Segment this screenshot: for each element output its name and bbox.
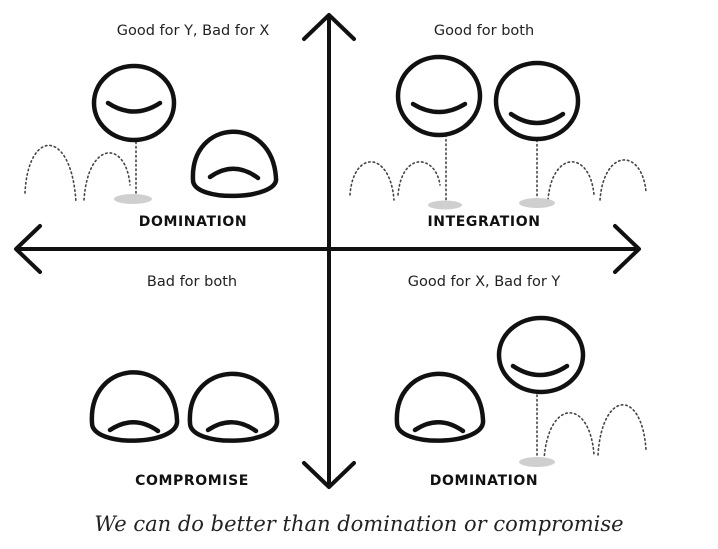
sad-face-left	[89, 370, 180, 443]
sad-face-right	[187, 371, 280, 443]
sad-face	[394, 371, 486, 443]
happy-face-right	[493, 60, 581, 142]
shadow	[519, 457, 555, 467]
shadow-right	[519, 198, 555, 208]
bounce-trail-right	[536, 139, 647, 201]
bottom-right-subtitle: Good for X, Bad for Y	[407, 274, 561, 290]
top-right-subtitle: Good for both	[433, 23, 535, 39]
top-left-title: DOMINATION	[138, 214, 248, 230]
axis-arrow-up	[302, 13, 356, 41]
bottom-left-title: COMPROMISE	[135, 473, 249, 489]
axis-arrow-left	[14, 224, 42, 274]
bottom-right-title: DOMINATION	[429, 473, 539, 489]
shadow	[114, 194, 152, 204]
bounce-trail-left	[349, 134, 447, 204]
happy-face-left	[395, 54, 483, 138]
bottom-right-illustration	[394, 315, 647, 467]
axes	[14, 13, 641, 489]
bottom-left-subtitle: Bad for both	[146, 274, 238, 290]
happy-face	[496, 315, 586, 395]
shadow-left	[428, 200, 462, 210]
sad-face	[190, 129, 279, 199]
top-left-illustration	[24, 63, 279, 204]
top-left-subtitle: Good for Y, Bad for X	[116, 23, 270, 39]
bottom-left-illustration	[89, 370, 280, 443]
axis-arrow-down	[302, 461, 356, 489]
happy-face	[91, 63, 177, 143]
bounce-trail	[24, 141, 137, 204]
top-right-title: INTEGRATION	[427, 214, 541, 230]
axis-arrow-right	[613, 224, 641, 274]
caption: We can do better than domination or comp…	[94, 512, 624, 536]
top-right-illustration	[349, 54, 647, 210]
bounce-trail	[536, 394, 647, 461]
